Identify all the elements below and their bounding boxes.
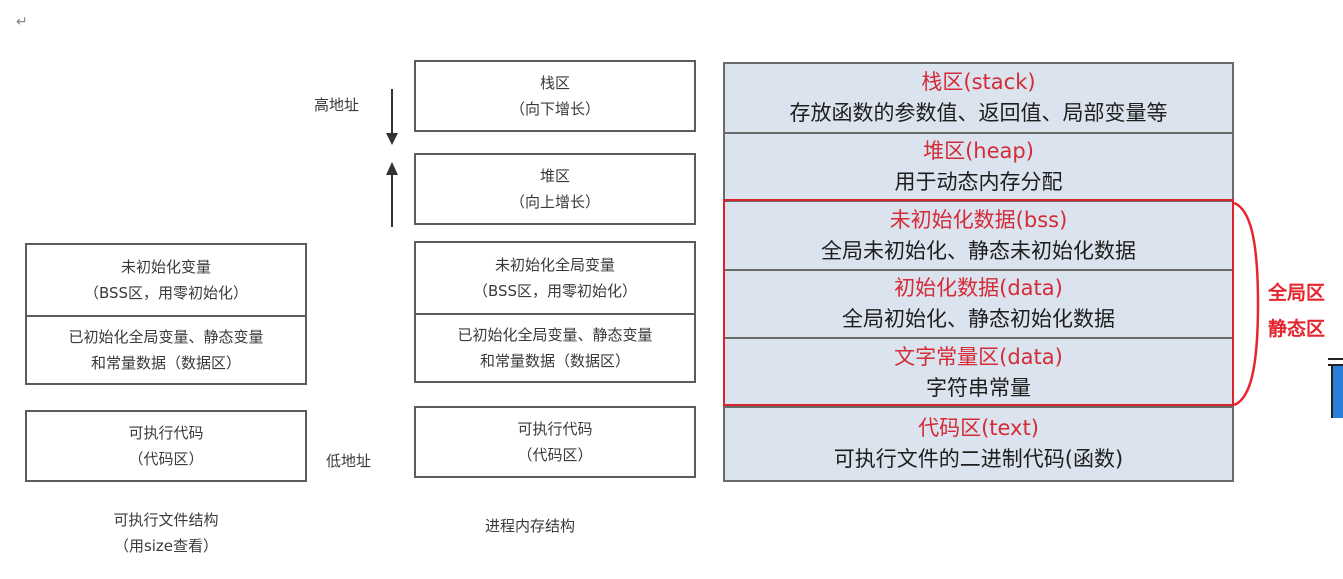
brace-icon (1233, 201, 1260, 407)
exec-data-line-2: 和常量数据（数据区） (90, 354, 241, 372)
proc-bss-cell: 未初始化全局变量 （BSS区，用零初始化） (416, 243, 694, 313)
exec-caption-line-1: 可执行文件结构 (113, 511, 219, 529)
proc-data-line-2: 和常量数据（数据区） (479, 352, 630, 370)
proc-bss-line-1: 未初始化全局变量 (494, 256, 615, 274)
region-text-desc: 可执行文件的二进制代码(函数) (833, 447, 1124, 471)
growth-arrows (386, 89, 398, 227)
exec-code-cell: 可执行代码 （代码区） (27, 412, 305, 480)
region-data-title: 初始化数据(data) (894, 276, 1063, 300)
region-text-title: 代码区(text) (918, 416, 1039, 440)
exec-code-line-2: （代码区） (128, 450, 204, 468)
exec-bss-line-2: （BSS区，用零初始化） (83, 284, 249, 302)
proc-code-line-2: （代码区） (517, 446, 593, 464)
exec-caption: 可执行文件结构 （用size查看） (25, 507, 307, 559)
global-area-label: 全局区 (1268, 282, 1326, 304)
region-data: 初始化数据(data) 全局初始化、静态初始化数据 (725, 269, 1232, 337)
proc-data-block: 未初始化全局变量 （BSS区，用零初始化） 已初始化全局变量、静态变量 和常量数… (414, 241, 696, 383)
proc-stack-line-1: 栈区 (539, 74, 570, 92)
exec-data-cell: 已初始化全局变量、静态变量 和常量数据（数据区） (27, 315, 305, 383)
region-stack-desc: 存放函数的参数值、返回值、局部变量等 (789, 101, 1168, 125)
up-arrow-icon (386, 162, 398, 227)
proc-stack-line-2: （向下增长） (509, 100, 600, 118)
proc-data-line-1: 已初始化全局变量、静态变量 (457, 326, 653, 344)
proc-code-line-1: 可执行代码 (517, 420, 593, 438)
region-heap: 堆区(heap) 用于动态内存分配 (725, 132, 1232, 200)
exec-data-block: 未初始化变量 （BSS区，用零初始化） 已初始化全局变量、静态变量 和常量数据（… (25, 243, 307, 385)
proc-heap-block: 堆区 （向上增长） (414, 153, 696, 225)
proc-heap-cell: 堆区 （向上增长） (416, 155, 694, 223)
static-area-label: 静态区 (1268, 318, 1326, 340)
region-heap-desc: 用于动态内存分配 (894, 170, 1063, 194)
proc-heap-line-2: （向上增长） (509, 193, 600, 211)
region-data-desc: 全局初始化、静态初始化数据 (842, 307, 1115, 331)
region-text: 代码区(text) 可执行文件的二进制代码(函数) (725, 406, 1232, 480)
region-heap-title: 堆区(heap) (923, 139, 1034, 163)
proc-bss-line-2: （BSS区，用零初始化） (472, 282, 638, 300)
region-bss: 未初始化数据(bss) 全局未初始化、静态未初始化数据 (725, 200, 1232, 269)
region-bss-title: 未初始化数据(bss) (889, 207, 1068, 232)
down-arrow-icon (386, 89, 398, 145)
region-rodata-title: 文字常量区(data) (894, 344, 1063, 369)
region-stack-title: 栈区(stack) (921, 70, 1036, 94)
proc-data-cell: 已初始化全局变量、静态变量 和常量数据（数据区） (416, 313, 694, 381)
region-rodata-desc: 字符串常量 (926, 375, 1031, 400)
exec-bss-line-1: 未初始化变量 (120, 258, 211, 276)
memory-region-table: 栈区(stack) 存放函数的参数值、返回值、局部变量等 堆区(heap) 用于… (723, 62, 1234, 482)
proc-stack-block: 栈区 （向下增长） (414, 60, 696, 132)
proc-stack-cell: 栈区 （向下增长） (416, 62, 694, 130)
paragraph-mark-icon: ↵ (16, 14, 28, 30)
high-address-label: 高地址 (314, 96, 360, 114)
proc-heap-line-1: 堆区 (539, 167, 570, 185)
edge-cursor-icon (1328, 358, 1343, 428)
exec-data-line-1: 已初始化全局变量、静态变量 (68, 328, 264, 346)
region-bss-desc: 全局未初始化、静态未初始化数据 (821, 238, 1136, 263)
exec-caption-line-2: （用size查看） (113, 537, 219, 555)
proc-code-cell: 可执行代码 （代码区） (416, 408, 694, 476)
region-rodata: 文字常量区(data) 字符串常量 (725, 337, 1232, 406)
exec-code-block: 可执行代码 （代码区） (25, 410, 307, 482)
proc-caption: 进程内存结构 (484, 517, 575, 535)
exec-code-line-1: 可执行代码 (128, 424, 204, 442)
proc-code-block: 可执行代码 （代码区） (414, 406, 696, 478)
exec-bss-cell: 未初始化变量 （BSS区，用零初始化） (27, 245, 305, 315)
low-address-label: 低地址 (326, 452, 372, 470)
region-stack: 栈区(stack) 存放函数的参数值、返回值、局部变量等 (725, 64, 1232, 132)
